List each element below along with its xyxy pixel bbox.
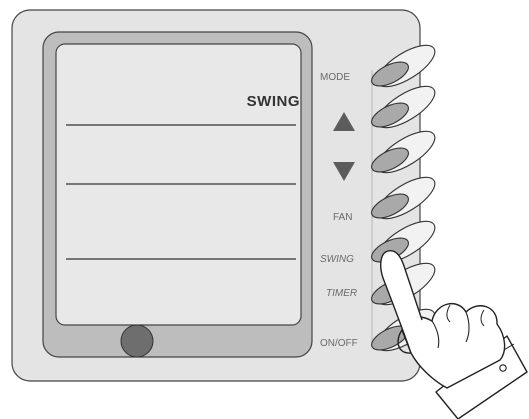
sensor-dot xyxy=(121,325,153,357)
on-off-button-label: ON/OFF xyxy=(320,338,358,349)
fan-button-label: FAN xyxy=(333,212,352,223)
timer-button-label: TIMER xyxy=(326,288,357,299)
mode-button-label: MODE xyxy=(320,72,350,83)
swing-button-label: SWING xyxy=(320,254,354,265)
lcd-mode-text: SWING xyxy=(247,93,300,110)
